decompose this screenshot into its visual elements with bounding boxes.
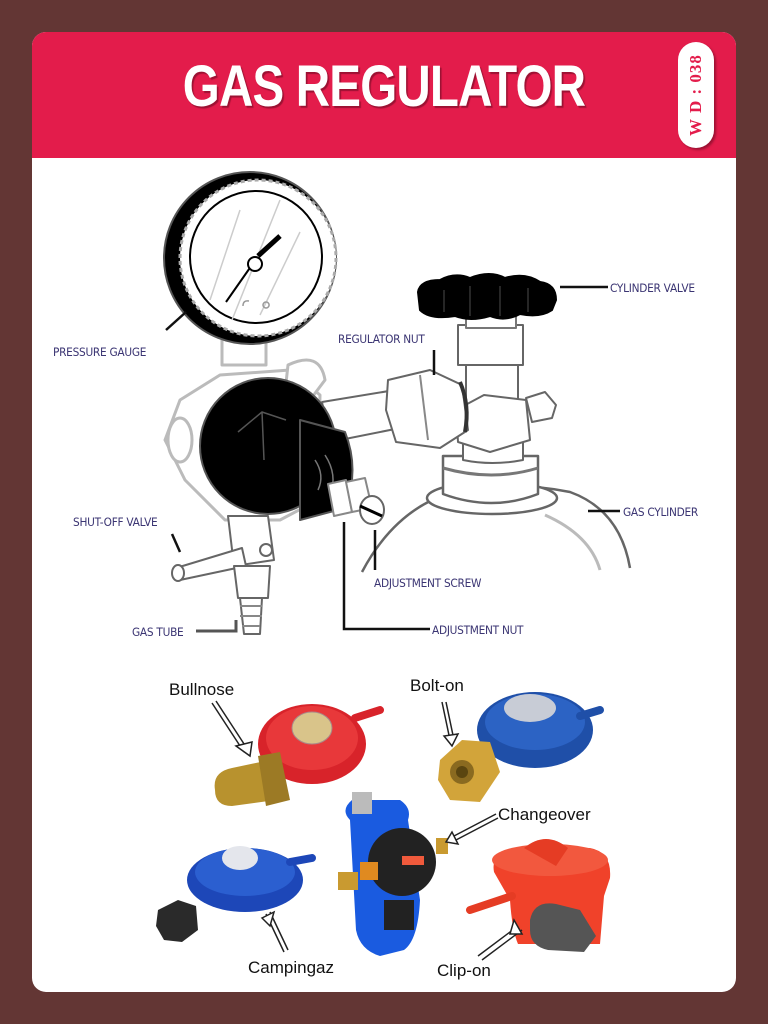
label-campingaz: Campingaz (248, 958, 334, 977)
regulator-body-illustration (163, 358, 354, 522)
bolt-on-regulator-image (438, 692, 604, 802)
label-gas-cylinder: GAS CYLINDER (623, 505, 698, 519)
shut-off-valve-illustration (171, 515, 275, 635)
changeover-regulator-image (338, 792, 499, 956)
label-adjustment-nut: ADJUSTMENT NUT (432, 623, 524, 637)
label-bullnose: Bullnose (169, 680, 235, 699)
label-clip-on: Clip-on (437, 961, 491, 980)
code-badge: W D : 038 (678, 42, 714, 148)
adjustment-screw-illustration (327, 477, 385, 525)
page-title: GAS REGULATOR (182, 54, 586, 119)
leader-shut-off-valve (170, 533, 182, 553)
leader-gas-tube (196, 620, 238, 633)
leader-adjustment-nut (342, 522, 430, 631)
label-changeover: Changeover (498, 805, 591, 824)
cylinder-valve-illustration (417, 273, 557, 453)
regulator-nut-illustration (321, 369, 469, 449)
label-bolt-on: Bolt-on (410, 676, 464, 695)
label-shut-off-valve: SHUT-OFF VALVE (73, 515, 158, 529)
gas-cylinder-illustration (360, 439, 632, 573)
header-banner: GAS REGULATOR W D : 038 (32, 32, 736, 158)
label-pressure-gauge: PRESSURE GAUGE (53, 345, 147, 359)
campingaz-regulator-image (156, 846, 316, 953)
regulator-types-illustrations (156, 692, 611, 961)
leader-pressure-gauge (165, 311, 187, 331)
leader-lines (165, 285, 620, 633)
clip-on-regulator-image (466, 839, 611, 961)
label-cylinder-valve: CYLINDER VALVE (610, 281, 695, 295)
label-gas-tube: GAS TUBE (132, 625, 184, 639)
pressure-gauge-illustration (163, 171, 338, 367)
bullnose-regulator-image (211, 700, 384, 806)
label-adjustment-screw: ADJUSTMENT SCREW (374, 576, 482, 590)
label-regulator-nut: REGULATOR NUT (338, 332, 425, 346)
